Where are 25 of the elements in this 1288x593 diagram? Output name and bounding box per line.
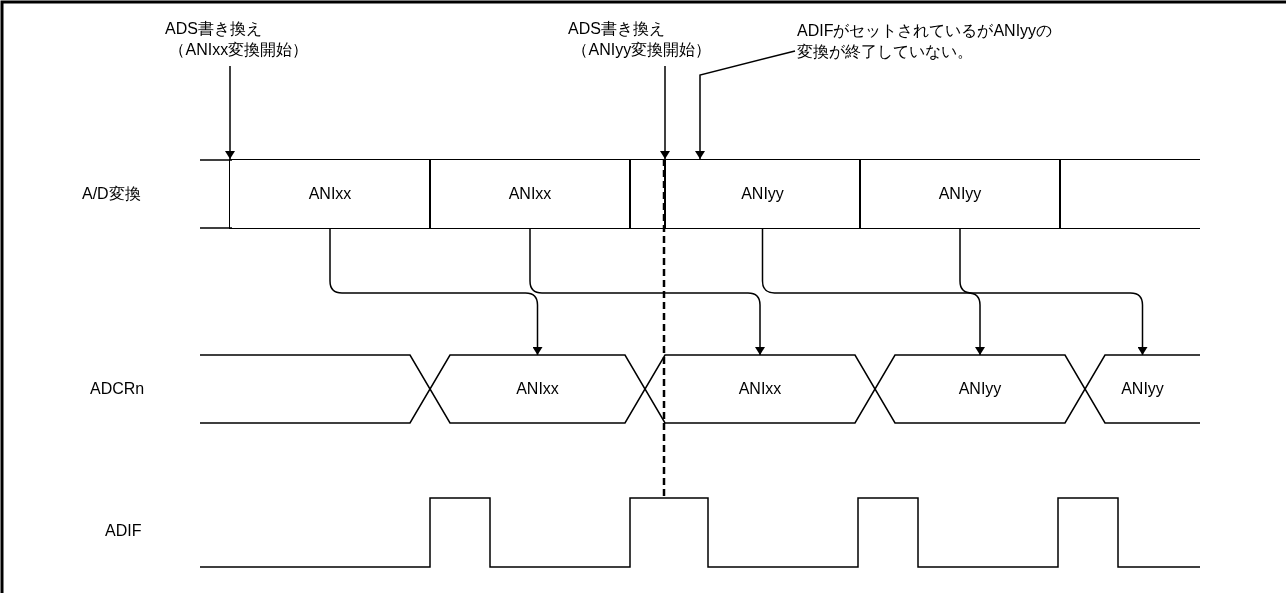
- dashed-marker-line: [662, 159, 666, 498]
- arrow: [761, 228, 985, 356]
- signal-name: A/D変換: [82, 184, 141, 204]
- leader-arrow: [695, 50, 796, 160]
- signal-name: ADCRn: [90, 380, 145, 398]
- conversion-segment: ANIyy: [859, 159, 1061, 229]
- signal-name: ADIF: [105, 522, 142, 540]
- register-data-segment: ANIxx: [645, 355, 875, 423]
- leader-arrow: [660, 65, 670, 160]
- register-data-segment: [200, 355, 430, 423]
- annotation-text: ADS書き換え （ANIxx変換開始）: [165, 18, 309, 60]
- arrow: [529, 228, 765, 356]
- register-data-segment: ANIyy: [1085, 355, 1200, 423]
- conversion-segment: ANIxx: [229, 159, 431, 229]
- conversion-segment: ANIxx: [429, 159, 631, 229]
- leader-arrow: [225, 65, 235, 160]
- annotation-text: ADIFがセットされているがANIyyの変換が終了していない。: [797, 20, 1065, 62]
- annotation-text: ADS書き換え （ANIyy変換開始）: [568, 18, 712, 60]
- conversion-segment: [1059, 159, 1200, 229]
- arrow: [959, 228, 1148, 356]
- conversion-segment: ANIyy: [664, 159, 861, 229]
- conversion-segment: [629, 159, 666, 229]
- register-data-segment: ANIyy: [875, 355, 1085, 423]
- register-data-segment: ANIxx: [430, 355, 645, 423]
- arrow: [329, 228, 543, 356]
